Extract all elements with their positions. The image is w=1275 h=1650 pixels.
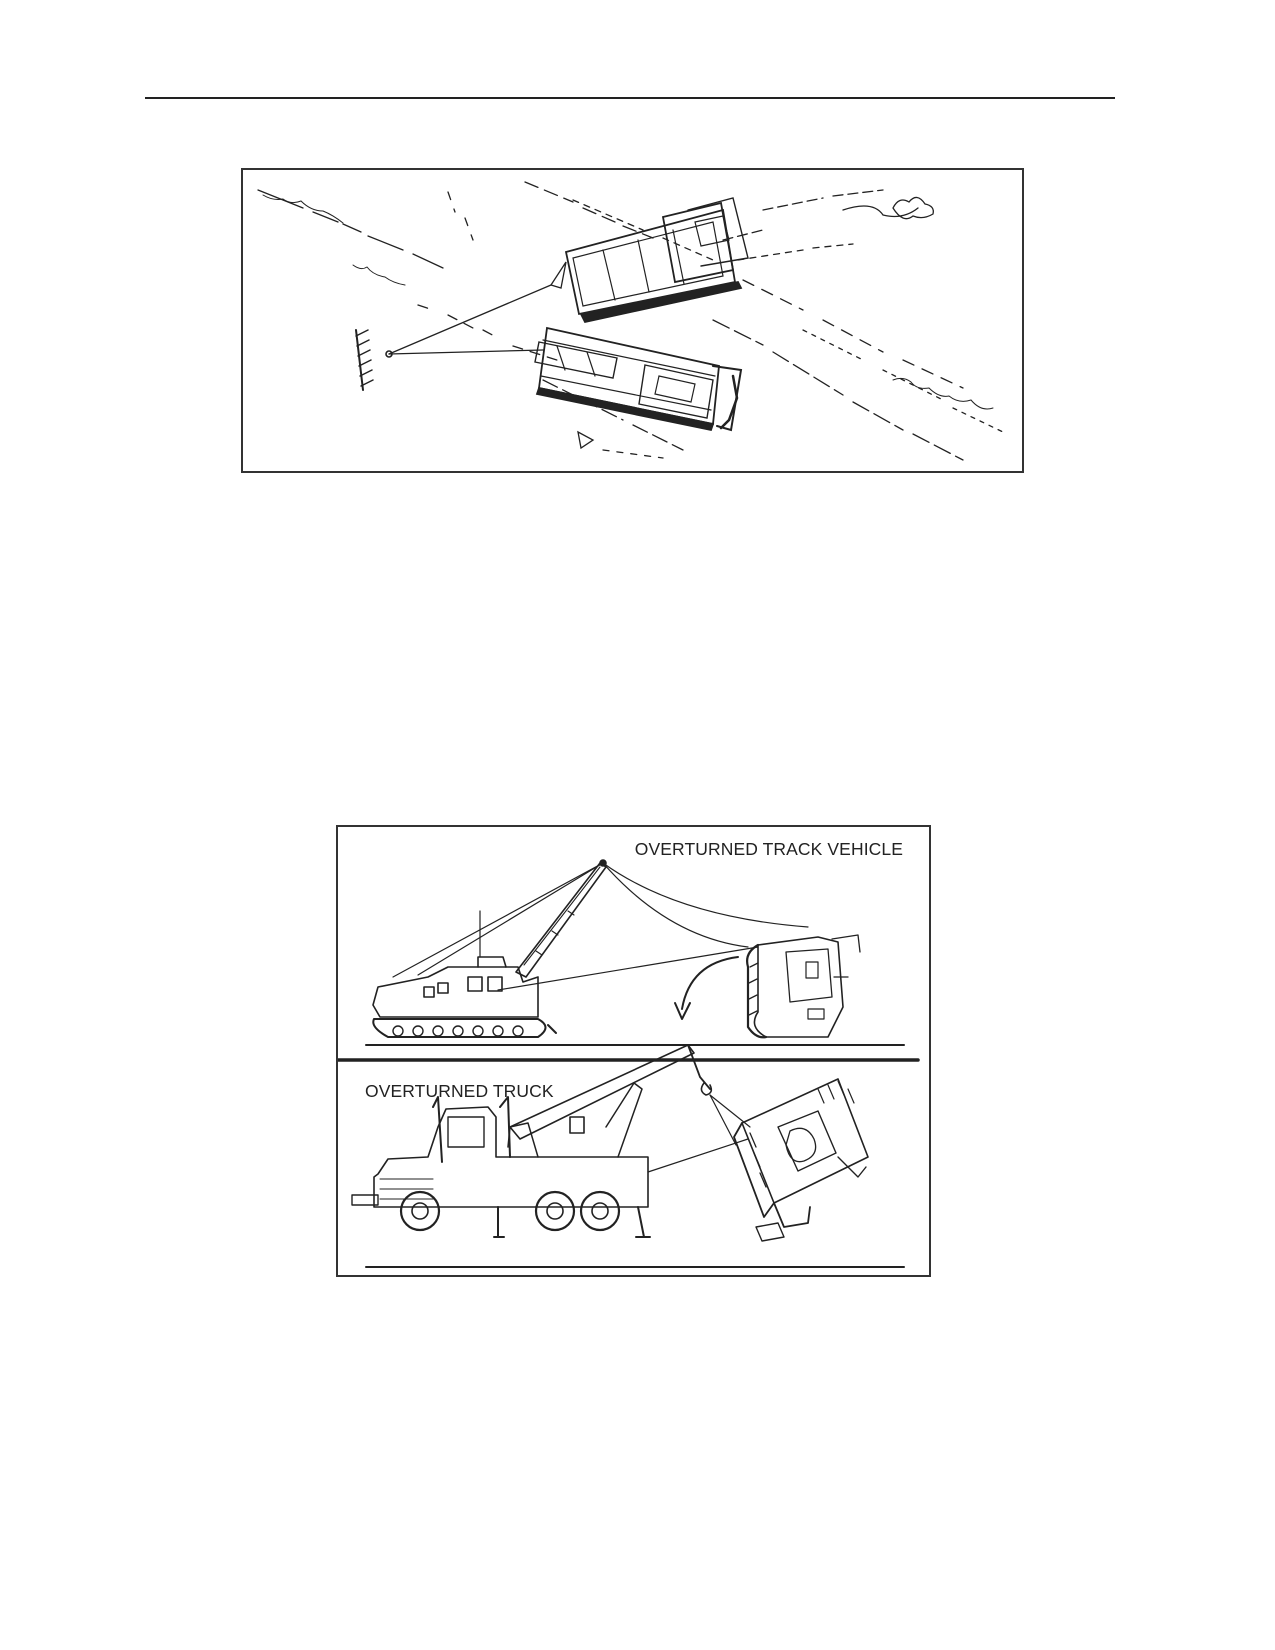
ground-anchor [355, 329, 393, 391]
wrecker-truck [351, 1096, 651, 1238]
overturned-track-vehicle [746, 934, 861, 1039]
figure-righting-vehicles: OVERTURNED TRACK VEHICLE OVERTURNED TRUC… [336, 825, 931, 1277]
crane-boom-top [515, 859, 607, 978]
rotation-arrow [674, 956, 739, 1020]
tracked-recovery-vehicle [372, 910, 557, 1038]
crane-boom-bottom [507, 1044, 713, 1158]
lifting-cables-bottom [647, 1094, 751, 1173]
righting-illustration [338, 859, 920, 1268]
winching-illustration [257, 181, 1004, 461]
header-rule [145, 97, 1115, 99]
overturned-truck [733, 1078, 869, 1242]
figure-winching-top-view [241, 168, 1024, 473]
wrecker-vehicle [534, 326, 743, 432]
label-overturned-track-vehicle: OVERTURNED TRACK VEHICLE [634, 839, 903, 859]
terrain-lines [257, 181, 1004, 461]
winch-cables [388, 261, 567, 355]
lifting-cables-top [392, 862, 809, 991]
label-overturned-truck: OVERTURNED TRUCK [365, 1081, 554, 1101]
stuck-truck [564, 197, 749, 324]
